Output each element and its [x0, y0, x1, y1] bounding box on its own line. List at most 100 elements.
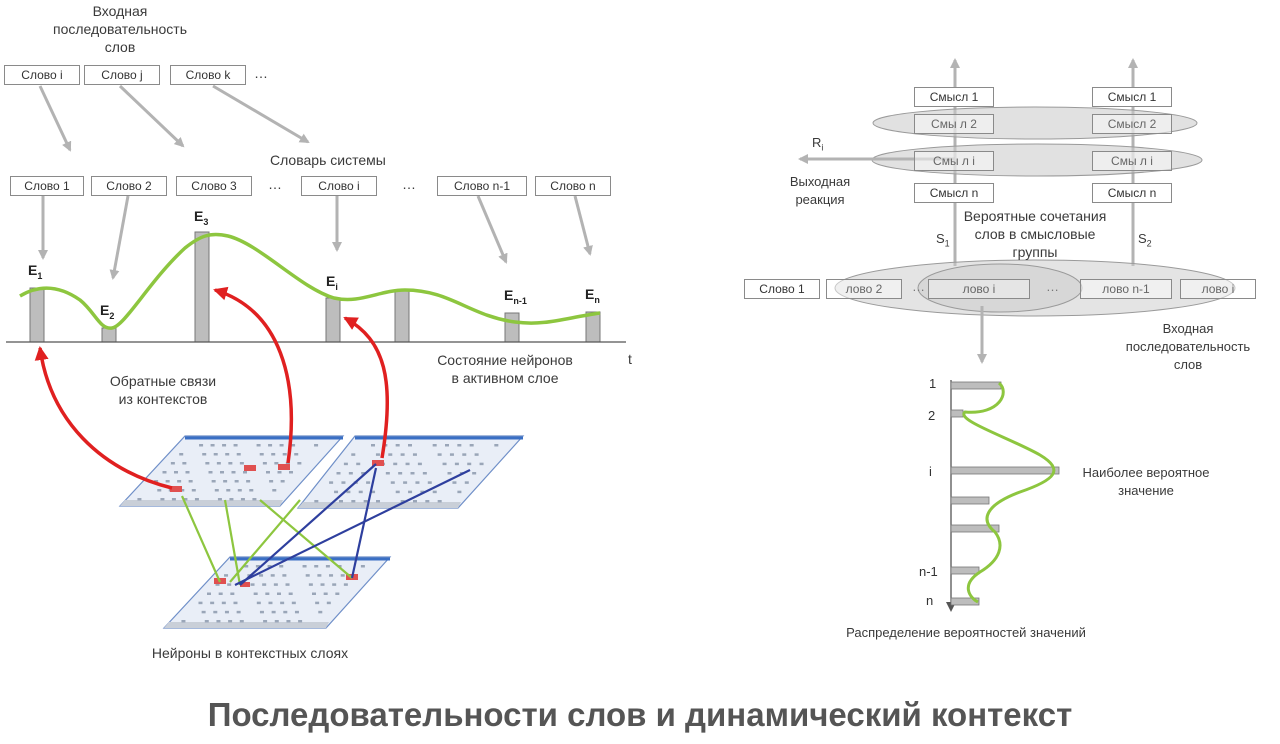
panel-dot: [408, 444, 412, 447]
panel-dot: [358, 490, 363, 494]
panel-dot: [420, 490, 425, 494]
panel-dot: [233, 601, 238, 605]
sequence-word-box: лово i: [1180, 279, 1256, 299]
panel-dot: [400, 500, 405, 503]
output-marker: Ri: [812, 135, 824, 153]
time-axis-label: t: [628, 351, 632, 367]
distribution-tick: i: [929, 464, 932, 479]
input-sequence-label-right: Входная последовательность слов: [1125, 321, 1251, 372]
panel-dot: [442, 462, 447, 466]
panel-dot: [395, 444, 400, 447]
energy-label: E1: [28, 262, 43, 281]
dictionary-word-box: Слово 3: [176, 176, 252, 196]
panel-dot: [294, 453, 299, 456]
energy-label: E2: [100, 302, 115, 321]
panel-dot: [323, 592, 328, 595]
input-ellipsis: …: [254, 65, 268, 81]
panel-dot: [385, 472, 390, 475]
panel-dot: [220, 471, 224, 474]
panel-dot: [286, 620, 291, 623]
panel-dot: [297, 462, 302, 465]
panel-dot: [191, 489, 196, 492]
dictionary-word-box: Слово n: [535, 176, 611, 196]
panel-dot: [268, 601, 273, 605]
panel-dot: [280, 601, 285, 605]
panel-dot: [188, 480, 193, 483]
panel-dot: [314, 444, 319, 447]
panel-dot: [341, 481, 346, 484]
panel-dot: [249, 489, 254, 492]
panel-dot: [452, 481, 457, 484]
meaning-box: Смысл 1: [1092, 87, 1172, 107]
meaning-box: Смы л 2: [914, 114, 994, 134]
panel-dot: [154, 480, 159, 483]
layer-connections: [180, 463, 471, 586]
page-title: Последовательности слов и динамический к…: [207, 696, 1073, 733]
panel-dot: [454, 462, 459, 466]
panel-dot: [217, 498, 222, 501]
panel-dot: [199, 444, 204, 447]
panel-dot: [343, 462, 348, 466]
meaning-ellipses: [871, 106, 1203, 177]
panel-dot: [215, 583, 220, 586]
panel-dot: [162, 471, 167, 474]
sequence-word-box: лово i: [928, 279, 1030, 299]
panel-dot: [204, 620, 209, 623]
s-label: S1: [936, 231, 950, 249]
meaning-box: Смы л i: [914, 151, 994, 171]
dictionary-arrows: [38, 195, 593, 280]
panel-dot: [270, 574, 275, 577]
panel-dot: [317, 574, 322, 577]
dictionary-label: Словарь системы: [270, 152, 386, 168]
dictionary-ellipsis: …: [268, 176, 282, 192]
panel-dot: [360, 565, 365, 568]
panel-dot: [269, 480, 274, 483]
distribution-label: Распределение вероятностей значений: [846, 625, 1086, 640]
panel-dot: [207, 592, 211, 595]
panel-dot: [336, 472, 341, 475]
combinations-label: Вероятные сочетания слов в смысловые гру…: [963, 208, 1107, 260]
panel-dot: [291, 444, 296, 447]
distribution-bars: [950, 381, 1060, 606]
panel-dot: [320, 583, 325, 586]
panel-dot: [236, 610, 241, 614]
panel-dot: [280, 480, 285, 483]
panel-dot: [376, 500, 380, 503]
panel-dot: [237, 489, 242, 492]
feedback-arrows: [34, 286, 390, 490]
panel-dot: [229, 498, 234, 501]
sequence-ellipsis: …: [1046, 279, 1059, 294]
panel-dot: [239, 620, 244, 623]
panel-dot: [457, 444, 462, 447]
panel-dot: [224, 610, 229, 614]
panel-dot: [182, 462, 187, 465]
panel-dot: [375, 453, 380, 456]
panel-dot: [312, 592, 316, 595]
panel-dot: [272, 489, 277, 492]
panel-dot: [302, 565, 307, 568]
panel-dot: [226, 489, 231, 492]
energy-label: Ei: [326, 273, 338, 292]
panel-dot: [388, 453, 393, 456]
panel-dot: [412, 453, 417, 456]
panel-dot: [464, 481, 469, 484]
input-arrows: [38, 84, 310, 152]
panel-dot: [170, 462, 175, 465]
panel-dot: [335, 592, 340, 595]
panel-dot: [332, 583, 337, 586]
sequence-word-box: лово 2: [826, 279, 902, 299]
panel-dot: [472, 472, 477, 475]
panel-dot: [266, 471, 270, 474]
panel-dot: [417, 462, 422, 466]
context-layers-label: Нейроны в контекстных слоях: [151, 645, 349, 661]
panel-dot: [259, 610, 264, 614]
panel-dot: [253, 592, 258, 595]
panel-dot: [221, 601, 226, 605]
panel-dot: [259, 453, 264, 456]
panel-dot: [285, 583, 290, 586]
panel-dot: [205, 462, 210, 465]
panel-dot: [183, 498, 188, 501]
panel-dot: [262, 462, 267, 465]
dictionary-word-box: Слово 2: [91, 176, 167, 196]
